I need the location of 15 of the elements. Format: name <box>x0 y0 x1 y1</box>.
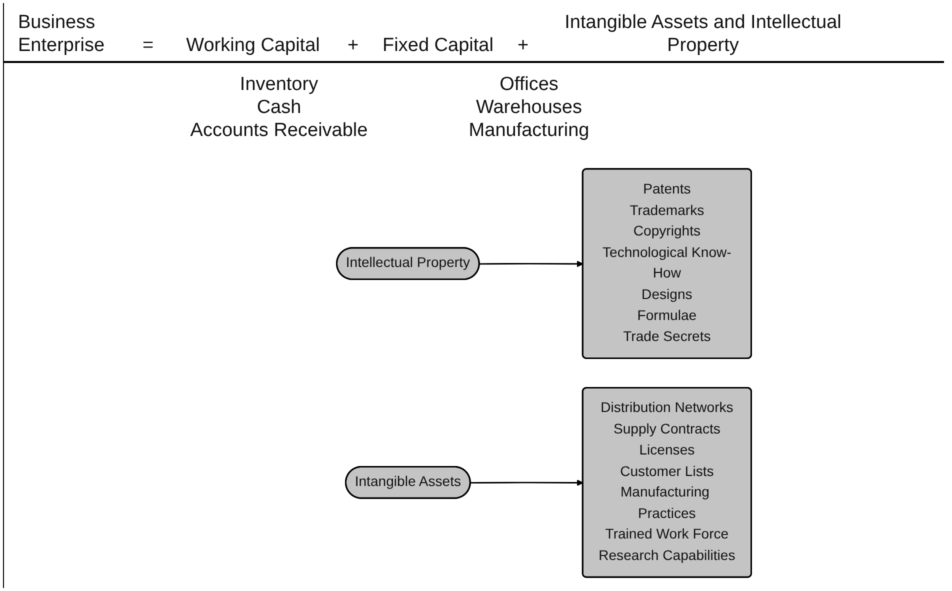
equation-term: Working Capital <box>185 34 321 57</box>
equation-term: Fixed Capital <box>382 34 494 57</box>
list-item: Warehouses <box>475 96 583 119</box>
list-item: Cash <box>256 96 302 119</box>
list-item: Manufacturing <box>468 119 590 142</box>
equation-operator: + <box>516 34 530 57</box>
list-item: Inventory <box>238 73 320 96</box>
arrow <box>470 480 584 486</box>
equation-operator: + <box>346 34 360 57</box>
equation-operator: = <box>141 34 155 57</box>
list-item: Offices <box>498 73 560 96</box>
equation-term: Intangible Assets and Intellectual Property <box>564 11 842 57</box>
list-item: Accounts Receivable <box>189 119 369 142</box>
arrow <box>479 260 584 268</box>
equation-term: Business Enterprise <box>18 11 106 57</box>
